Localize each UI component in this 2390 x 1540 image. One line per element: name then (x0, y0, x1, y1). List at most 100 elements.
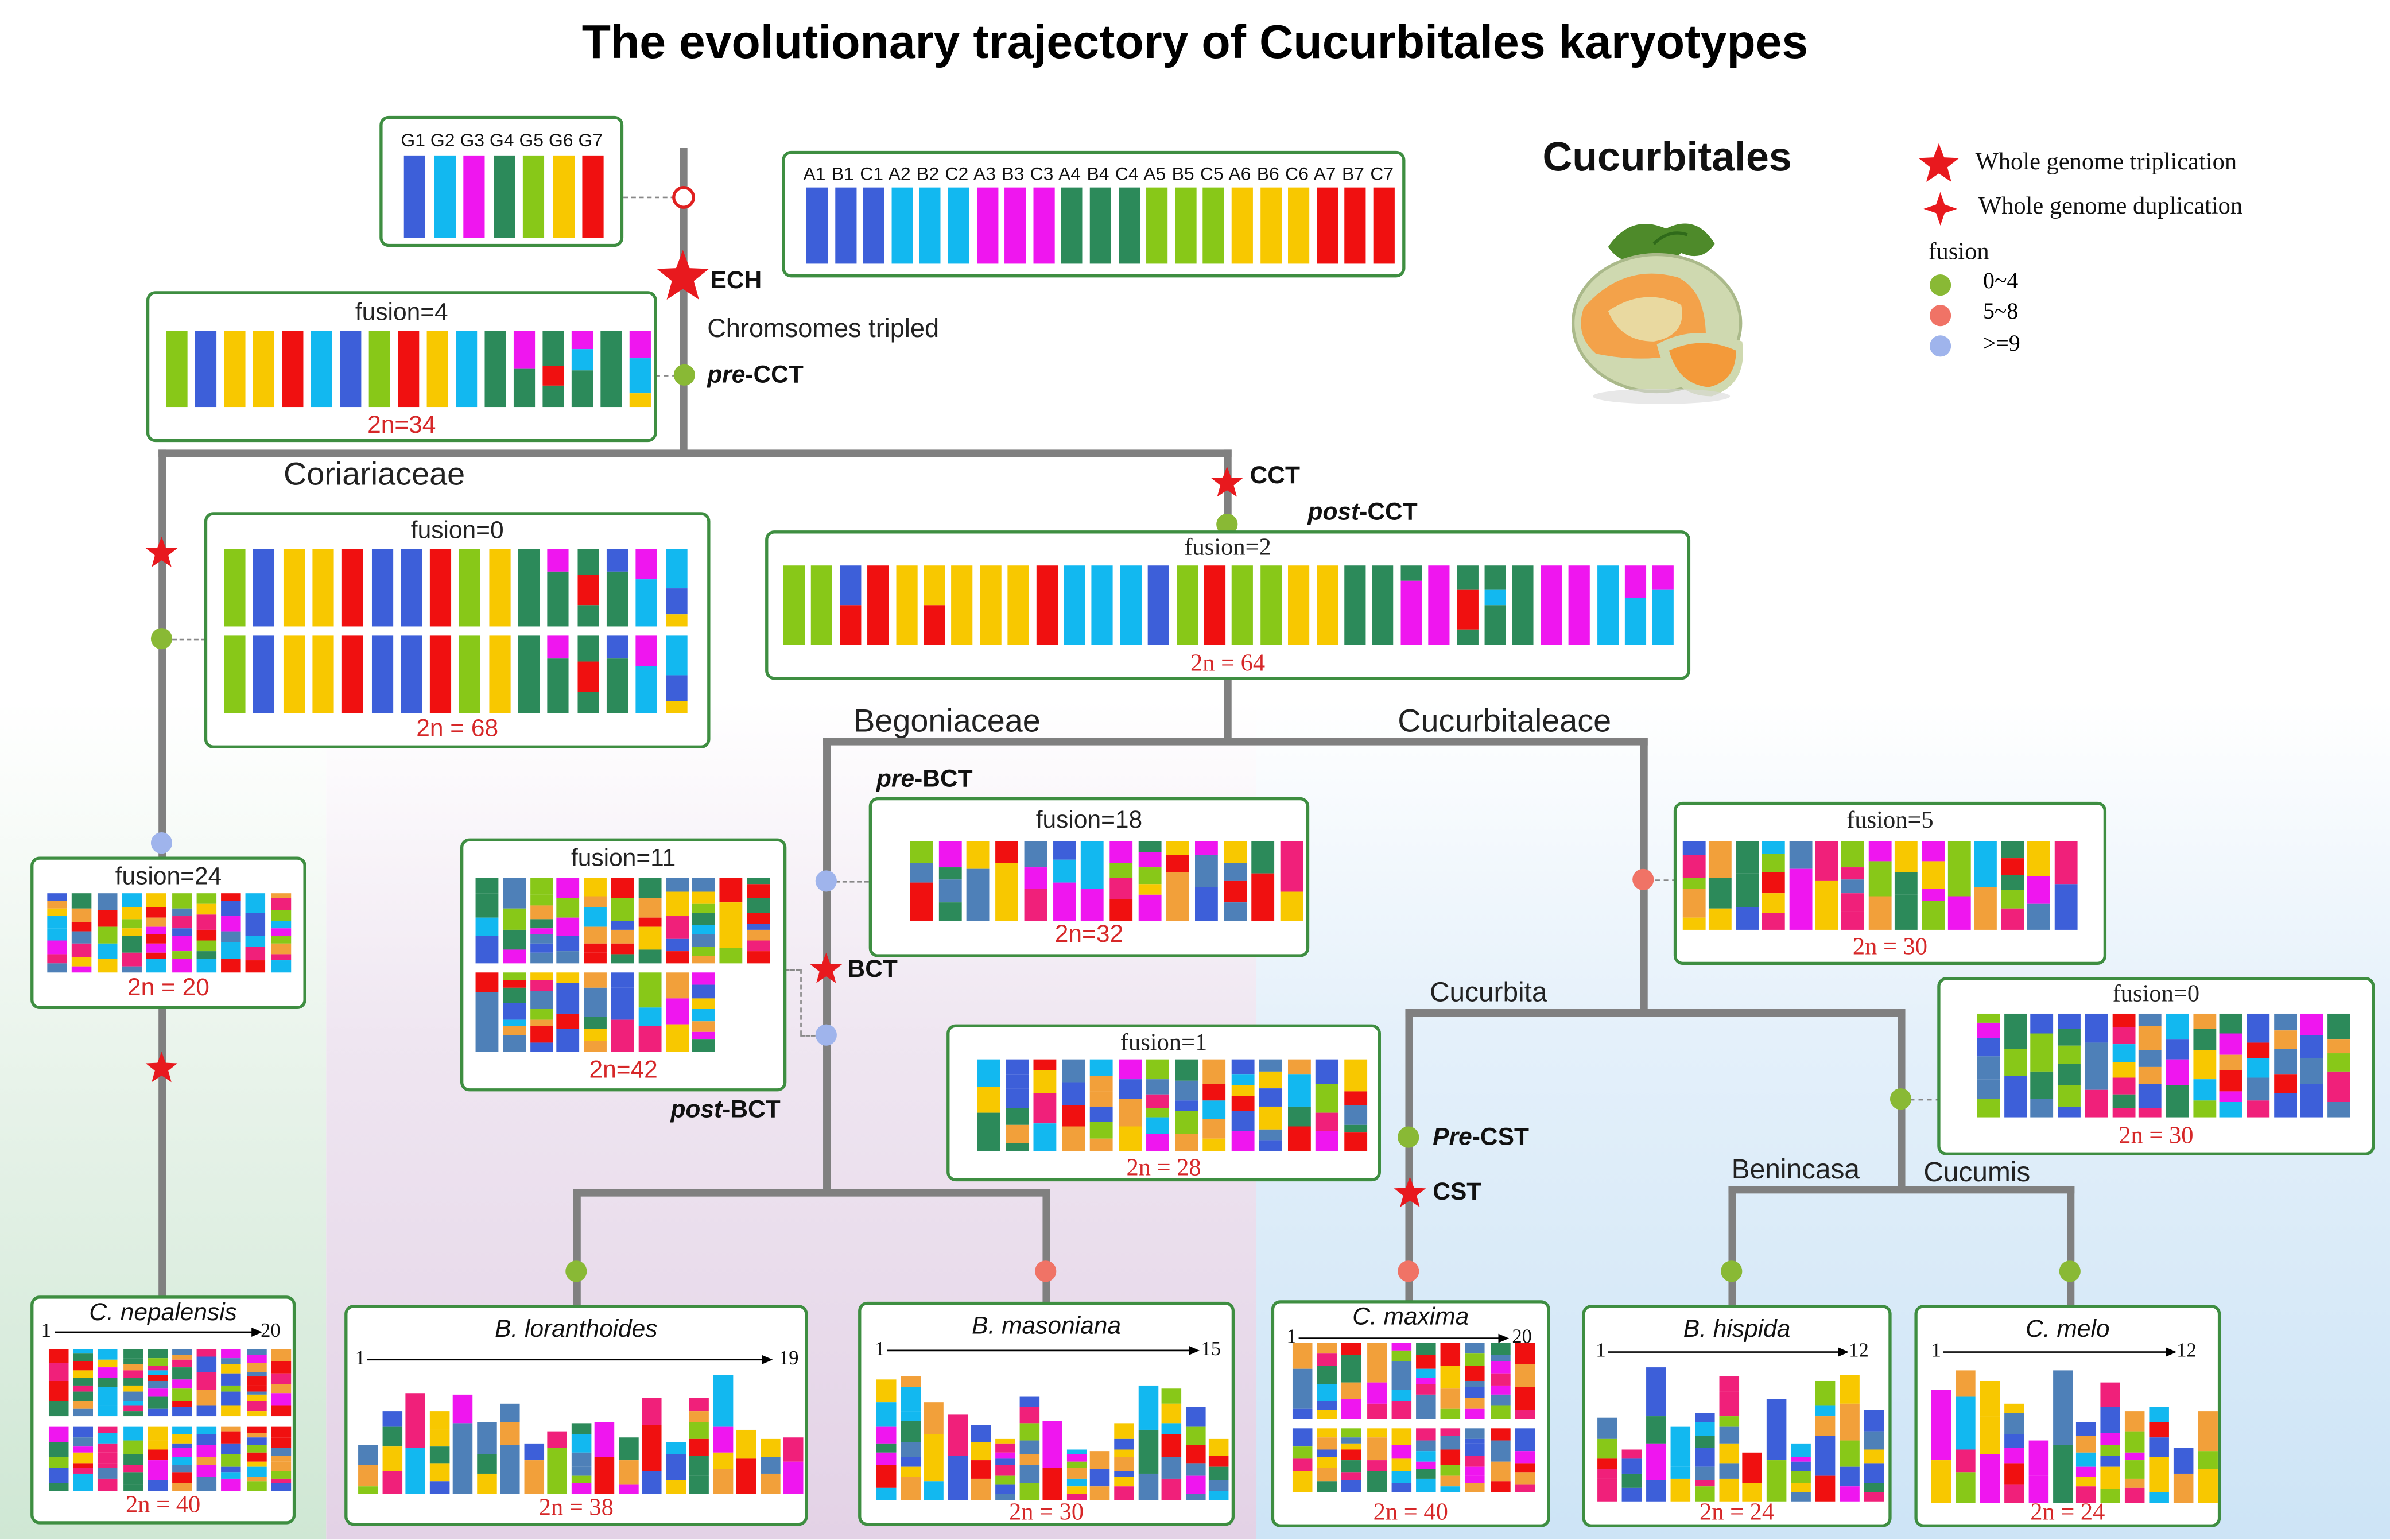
chromosome-segment (2004, 1485, 2024, 1503)
chromosome (948, 187, 969, 264)
chromosome-segment (1515, 1428, 1535, 1434)
chromosome-segment (1815, 1406, 1836, 1417)
cor-mid-count-label: 2n = 20 (127, 975, 209, 1002)
chromosome-segment (571, 1483, 591, 1494)
chromosome (1840, 1375, 1860, 1502)
chromosome-segment (96, 910, 117, 926)
chromosome-segment (195, 331, 217, 408)
species-count: 2n = 40 (126, 1492, 201, 1518)
chromosome (312, 635, 334, 713)
legend-item-high: >=9 (1982, 332, 2020, 357)
chromosome-segment (1441, 1365, 1461, 1388)
chromosome (1515, 1428, 1535, 1492)
chromosome-segment (719, 948, 743, 964)
chromosome (2198, 1411, 2218, 1503)
chromosome-segment (1490, 1394, 1510, 1406)
cucurbita-anc-count-label: 2n = 28 (1126, 1155, 1201, 1182)
chromosome-segment (197, 1464, 217, 1477)
chromosome (1694, 1413, 1714, 1502)
chromosome-segment (1652, 589, 1674, 645)
chromosome-segment (197, 1384, 217, 1391)
chromosome-segment (253, 549, 275, 627)
chromosome-segment (1202, 1101, 1226, 1120)
clade-begoniaceae: Begoniaceae (853, 704, 1041, 739)
chromosome (224, 331, 246, 408)
chromosome-segment (1162, 1434, 1182, 1457)
chromosome-segment (2139, 1066, 2162, 1084)
chromosome-segment (1005, 1088, 1029, 1109)
chromosome-segment (1367, 1460, 1387, 1472)
chromosome-segment (1109, 877, 1132, 900)
chromosome-segment (48, 1401, 69, 1417)
chromosome-segment (2004, 1448, 2024, 1464)
legend-item-low: 0~4 (1982, 270, 2019, 294)
chromosome-segment (1743, 1452, 1763, 1483)
chromosome (1146, 1059, 1169, 1151)
chromosome-segment (1921, 841, 1945, 862)
coriariaceae-wgd-star-icon (145, 536, 178, 567)
chromosome-label: B1 (831, 163, 854, 185)
chromosome-segment (1345, 187, 1367, 264)
chromosome-segment (172, 1355, 192, 1360)
chromosome (282, 331, 304, 408)
chromosome-segment (665, 878, 689, 893)
chromosome-segment (382, 1470, 402, 1494)
chromosome (484, 331, 506, 408)
chromosome-segment (542, 331, 564, 366)
chromosome-segment (98, 1349, 118, 1360)
chromosome-segment (2300, 1084, 2324, 1093)
chromosome-segment (123, 1485, 143, 1491)
chromosome-segment (1066, 1449, 1087, 1454)
cucumis-ancestor-node (1890, 1088, 1912, 1110)
chromosome-segment (924, 1402, 944, 1435)
chromosome-segment (557, 1028, 580, 1052)
chromosome-segment (1033, 1123, 1057, 1151)
bego-pre-fusion-label: fusion=18 (1035, 808, 1143, 834)
chromosome-segment (629, 331, 651, 358)
chromosome (433, 155, 455, 238)
cucurbitaceae-ancestor-box: fusion=5 2n = 30 (1673, 801, 2107, 965)
chromosome-segment (47, 929, 67, 940)
chromosome-segment (1292, 1458, 1313, 1472)
chromosome-segment (123, 1357, 143, 1364)
chromosome (1441, 1428, 1461, 1492)
b-masoniana-node (1035, 1260, 1057, 1282)
chromosome-segment (606, 635, 628, 658)
chromosome-segment (73, 1437, 94, 1447)
chromosome-segment (1416, 1478, 1436, 1492)
chromosome-label: B7 (1341, 163, 1364, 185)
chromosome-segment (1515, 1484, 1535, 1492)
chromosome-segment (594, 1457, 615, 1494)
chromosome (429, 1411, 449, 1494)
chromosome (224, 549, 246, 627)
chromosome-segment (1019, 1483, 1039, 1500)
chromosome (48, 1426, 69, 1491)
chromosome-segment (1484, 589, 1506, 606)
chromosome-segment (1391, 1389, 1411, 1402)
chromosome-segment (1868, 897, 1892, 930)
cct-star-icon (1210, 466, 1243, 497)
chromosome-segment (2004, 1464, 2024, 1485)
chromosome (1066, 1449, 1087, 1500)
pre-cct-karyotype-box: fusion=4 2n=34 (146, 291, 657, 443)
chromosome-segment (1260, 187, 1282, 264)
chromosome-segment (1718, 1479, 1739, 1502)
chromosome (1146, 187, 1168, 264)
chromosome-segment (1682, 889, 1706, 917)
chromosome-segment (73, 1408, 94, 1417)
chromosome (1465, 1343, 1485, 1419)
chromosome-segment (123, 1454, 143, 1465)
chromosome-segment (635, 635, 658, 666)
chromosome-segment (642, 1425, 662, 1471)
chromosome-segment (1292, 1428, 1313, 1446)
chromosome-segment (2198, 1450, 2218, 1470)
chromosome (463, 155, 485, 238)
chromosome-segment (611, 898, 634, 921)
chromosome-segment (475, 936, 499, 964)
chromosome (1484, 565, 1506, 645)
chromosome-segment (2001, 875, 2024, 891)
chromosome-segment (2193, 1079, 2216, 1100)
chromosome-segment (371, 549, 393, 627)
chromosome (253, 635, 275, 713)
chromosome-segment (148, 1349, 168, 1359)
